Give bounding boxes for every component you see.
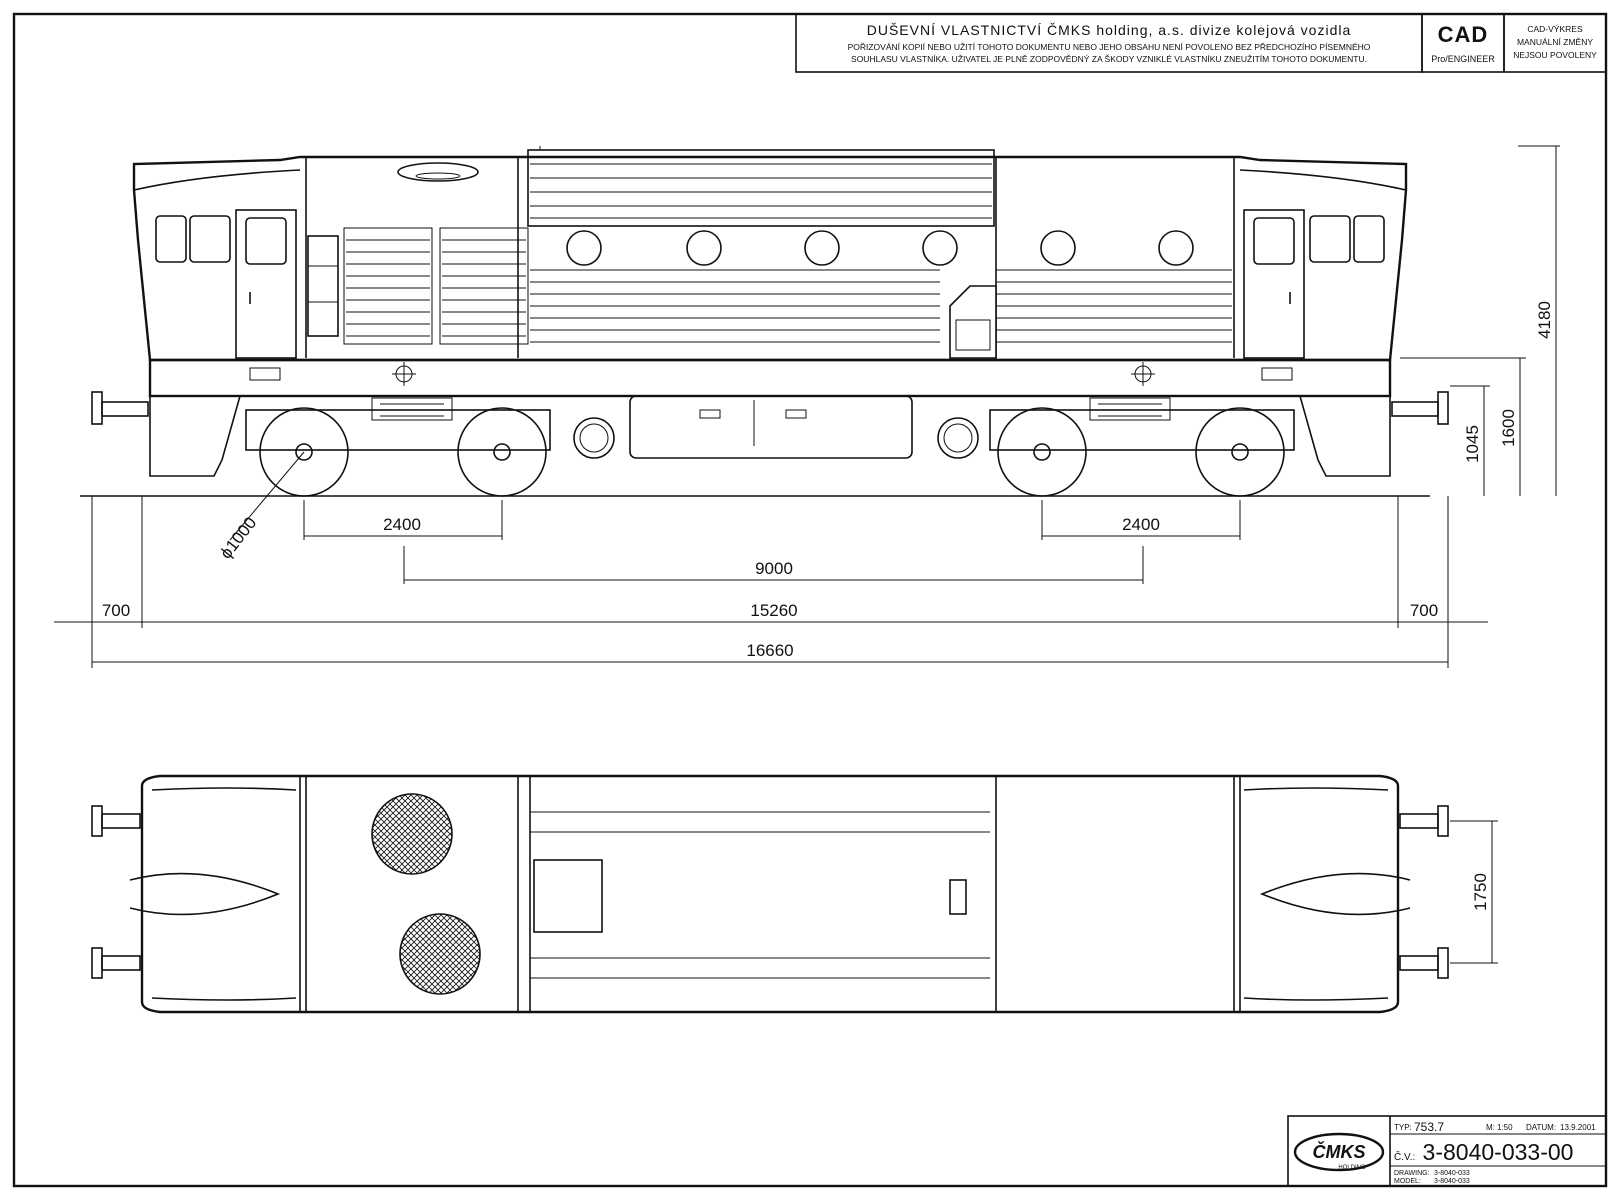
logo-text: ČMKS: [1313, 1141, 1366, 1162]
left-bogie: [245, 397, 551, 497]
drawing-number: 3-8040-033-00: [1423, 1139, 1574, 1165]
side-louvres: [343, 227, 1232, 345]
dim-body-length: 15260: [750, 601, 797, 620]
dim-height-buffer: 1600: [1499, 409, 1518, 447]
dim-wheel-diameter: ϕ1000: [216, 513, 260, 562]
side-view: ϕ1000: [80, 146, 1449, 562]
top-view: 1750: [91, 774, 1498, 1014]
notice-line-1: DUŠEVNÍ VLASTNICTVÍ ČMKS holding, a.s. d…: [867, 22, 1352, 38]
dim-bogie-centers: 9000: [755, 559, 793, 578]
top-buffers: [91, 805, 1449, 979]
cad-note-1: CAD-VÝKRES: [1527, 24, 1583, 34]
model-label: MODEL:: [1394, 1178, 1421, 1185]
roof-fans: [371, 793, 481, 995]
cad-sub-label: Pro/ENGINEER: [1431, 54, 1495, 64]
copyright-notice: DUŠEVNÍ VLASTNICTVÍ ČMKS holding, a.s. d…: [795, 13, 1607, 73]
type-value: 753.7: [1414, 1120, 1444, 1134]
scale-value: 1:50: [1497, 1123, 1513, 1132]
drawing-frame: [12, 12, 1608, 1188]
drawing-label: DRAWING:: [1394, 1170, 1430, 1177]
date-label: DATUM:: [1526, 1123, 1556, 1132]
side-buffers: [91, 391, 1449, 425]
drawing-value: 3-8040-033: [1434, 1170, 1470, 1177]
dim-overhang-left: 700: [102, 601, 130, 620]
side-portholes: [566, 230, 1194, 266]
dim-bogie-wheelbase-right: 2400: [1122, 515, 1160, 534]
dim-height-frame: 1045: [1463, 425, 1482, 463]
date-value: 13.9.2001: [1560, 1123, 1596, 1132]
cad-note-2: MANUÁLNÍ ZMĚNY: [1517, 37, 1593, 47]
model-value: 3-8040-033: [1434, 1178, 1470, 1185]
title-block: ČMKS HOLDING TYP: 753.7 M: 1:50 DATUM: 1…: [1287, 1115, 1607, 1187]
cmks-logo: ČMKS HOLDING: [1293, 1132, 1385, 1172]
dim-length-over-buffers: 16660: [746, 641, 793, 660]
side-dimensions: 4180 1600 1045 2400 2400 9000 700 15260 …: [54, 145, 1560, 668]
dim-overhang-right: 700: [1410, 601, 1438, 620]
notice-line-3: SOUHLASU VLASTNÍKA. UŽIVATEL JE PLNĚ ZOD…: [851, 54, 1367, 64]
logo-sub-text: HOLDING: [1338, 1165, 1366, 1171]
type-label: TYP:: [1394, 1123, 1412, 1132]
cad-note-3: NEJSOU POVOLENY: [1513, 50, 1597, 60]
notice-line-2: POŘIZOVÁNÍ KOPIÍ NEBO UŽITÍ TOHOTO DOKUM…: [848, 42, 1371, 52]
roof-ribs: [530, 163, 992, 219]
cv-label: Č.V.:: [1394, 1150, 1415, 1163]
scale-label: M:: [1486, 1123, 1495, 1132]
cad-label: CAD: [1438, 22, 1489, 47]
dim-buffer-spacing: 1750: [1471, 873, 1490, 911]
dim-bogie-wheelbase-left: 2400: [383, 515, 421, 534]
right-bogie: [989, 397, 1295, 497]
dim-height-total: 4180: [1535, 301, 1554, 339]
